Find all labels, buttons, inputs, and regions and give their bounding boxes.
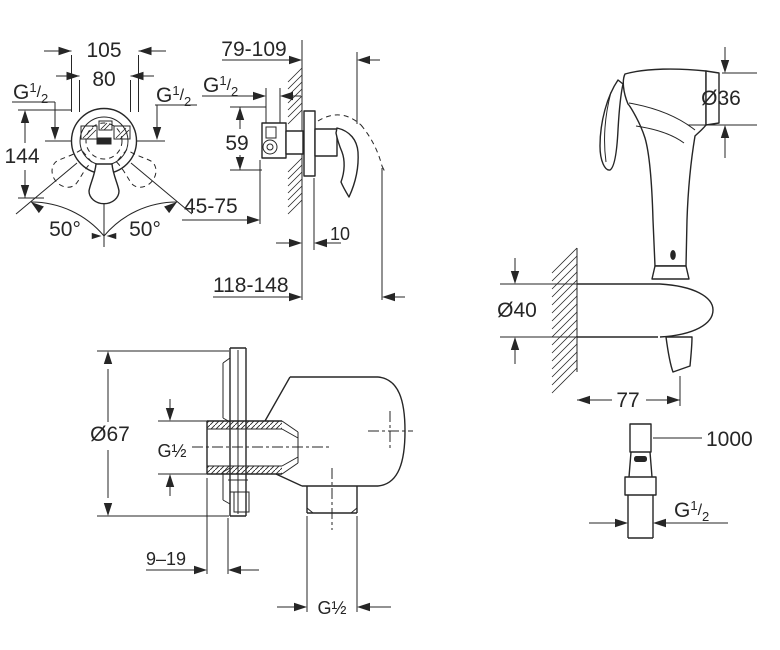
dim-flange-dia-label: Ø67 [90,423,130,446]
lever-handle [88,163,120,205]
mixer-front-view: 105 80 G1/2 G1/2 144 50° 50° [4,39,197,247]
hose-nut [651,265,690,280]
valve-neck [285,130,304,155]
dim-depth-trim-label: 79-109 [221,38,286,61]
extension-lines [97,350,358,612]
lever-handle-dashed-left [51,148,93,188]
dim-wall-offset-label: 77 [616,389,639,412]
hose-cone [628,451,653,478]
angle-arcs [30,201,178,237]
hose-length-label: 1000 [706,428,753,451]
escutcheon-plate [303,110,316,177]
inlet-thread-label: G½ [157,441,186,461]
clip-detail [670,250,676,260]
wall-plate [222,347,250,517]
stop-screw-inner [266,143,274,151]
trigger-lever [599,79,624,171]
wall-union-view: Ø67 G½ 9–19 G½ [90,347,413,618]
centerlines [192,411,413,530]
handle-adapter [314,128,338,157]
thread-left-label: G1/2 [13,80,48,106]
knurled-nut [624,476,657,496]
holder-bracket [577,283,660,338]
hose-view: 1000 G1/2 [589,423,753,539]
spray-body-seams [628,102,696,144]
lever-blade [335,127,359,198]
hose-thread-label: G1/2 [674,498,709,524]
supply-pipe [265,88,281,123]
holder-cup [659,283,714,338]
extension-lines [15,55,193,247]
angle-left-label: 50° [49,218,81,241]
hand-shower-view: Ø36 Ø40 77 [497,47,757,412]
extension-lines [500,72,757,406]
hose-thread-pipe [627,495,654,539]
hose-slot [634,456,647,462]
lever-handle-dashed-right [115,148,157,188]
dim-80-label: 80 [92,68,115,91]
handle-tail [665,336,693,373]
wall-hatch [551,247,578,394]
dim-59-label: 59 [225,132,248,155]
outlet-stub [306,486,358,514]
lever-blade-dashed [317,114,386,173]
dim-144-label: 144 [4,145,39,168]
inlet-thread-stub [206,420,299,475]
lever-slot [96,137,112,145]
arrowheads [615,518,666,528]
angle-right-label: 50° [129,218,161,241]
thread-side-label: G1/2 [203,73,238,99]
spray-face-ring [705,70,720,126]
trigger-inner-line [604,91,612,163]
mixer-side-view: 79-109 G1/2 59 45-75 10 118-148 [182,38,405,302]
wall-hatch-bottom [287,157,303,215]
arrowheads [103,351,370,612]
dimension-lines [514,47,726,401]
dim-rough-in-label: 45-75 [184,195,238,218]
hose-end [629,423,652,453]
plate-foot-hatched [233,491,250,513]
thread-right-label: G1/2 [156,83,191,109]
outlet-thread-label: G½ [317,598,346,618]
spray-body [622,68,707,267]
stop-screw-outer [262,139,278,155]
cartridge-dashed-circle [85,122,123,160]
dim-holder-dia-label: Ø40 [497,299,537,322]
dim-depth-adjust-label: 9–19 [146,549,186,569]
dim-plate-label: 10 [330,224,350,244]
dim-depth-total-label: 118-148 [213,274,289,297]
dim-105-label: 105 [86,39,121,62]
extension-lines [230,52,383,300]
supply-connectors [80,120,131,140]
rough-in-detail [265,126,277,139]
dimension-lines [107,369,391,608]
dim-head-dia-label: Ø36 [701,87,741,110]
